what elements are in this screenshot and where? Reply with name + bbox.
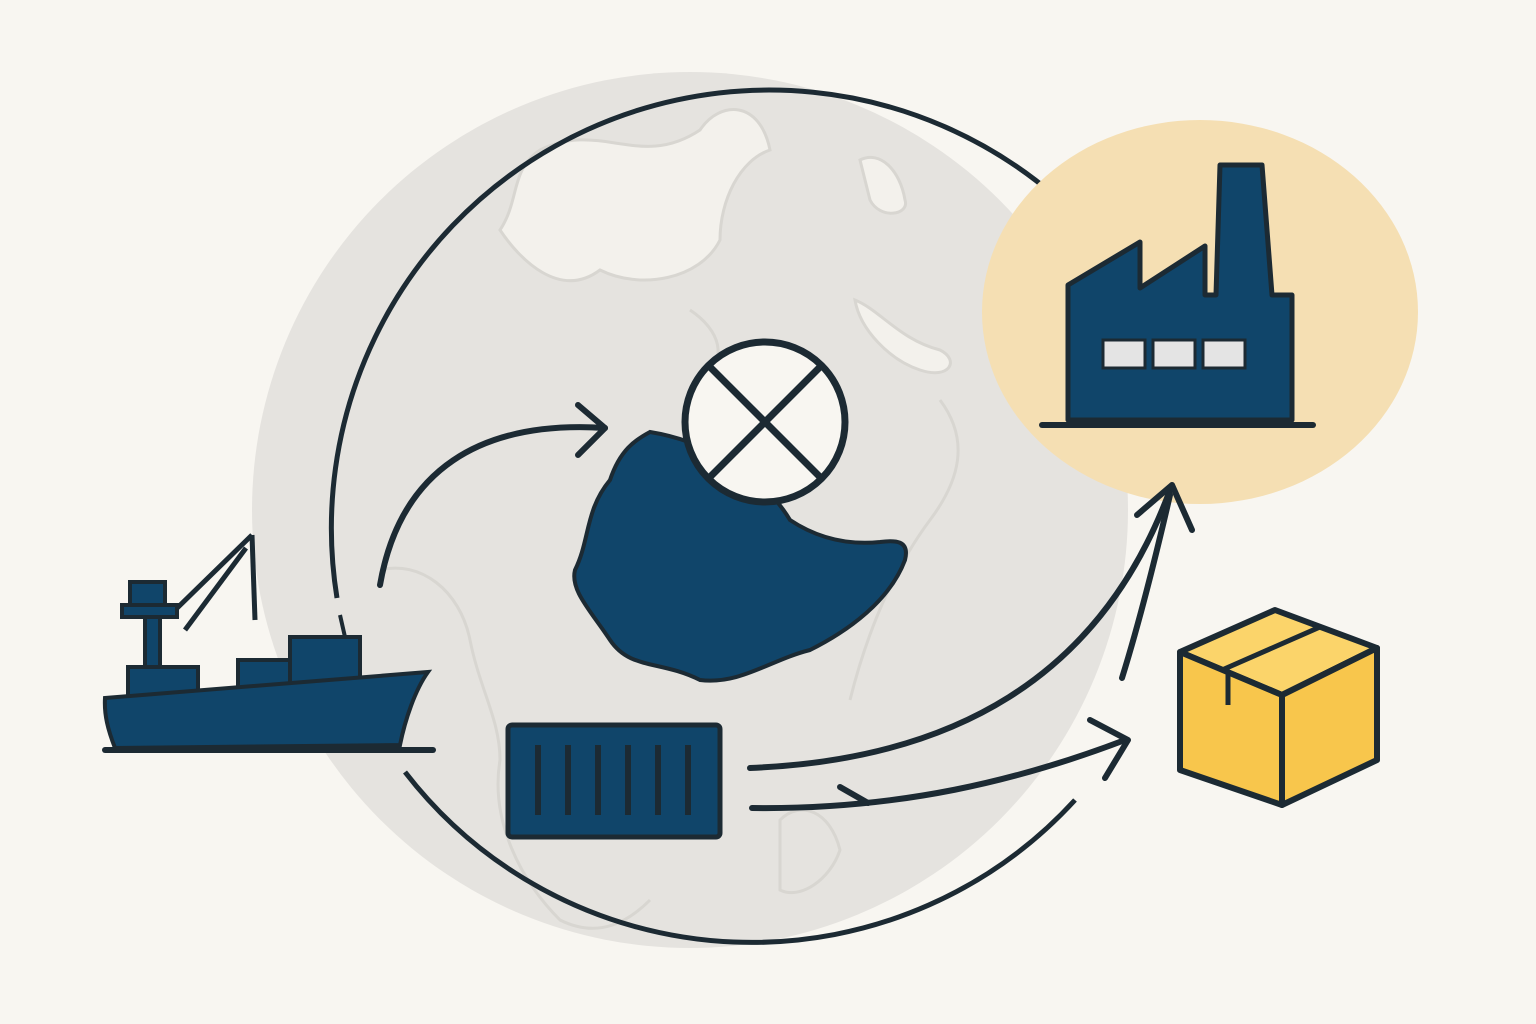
- package-box-icon: [1177, 607, 1380, 808]
- blocked-icon: [681, 338, 849, 506]
- arrow-icon: [377, 402, 1195, 812]
- factory-icon: [1039, 162, 1316, 428]
- country-shape-icon: [572, 429, 908, 683]
- container-icon: [505, 722, 723, 840]
- ship-icon: [102, 533, 436, 753]
